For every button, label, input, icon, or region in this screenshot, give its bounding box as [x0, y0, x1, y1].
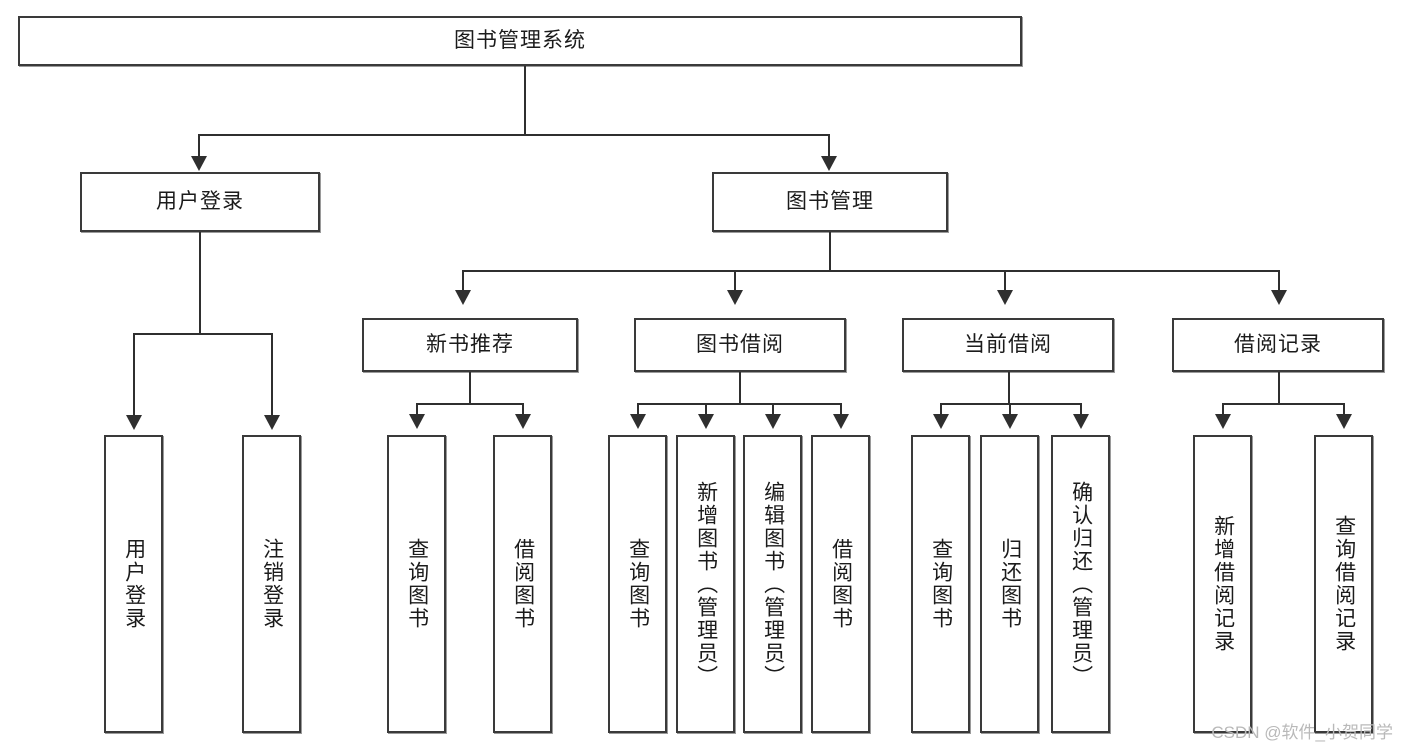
edge-newbook-bus	[416, 403, 524, 405]
arrow-currentborrow-to-l2	[1073, 414, 1089, 429]
node-new-book-recommend[interactable]: 新书推荐	[362, 318, 578, 372]
node-root[interactable]: 图书管理系统	[18, 16, 1022, 66]
edge-currentborrow-stem	[1008, 372, 1010, 404]
leaf-borrow-book-1-label: 借阅图书	[511, 538, 535, 630]
leaf-borrow-book-2[interactable]: 借阅图书	[811, 435, 870, 733]
node-new-book-recommend-label: 新书推荐	[426, 333, 514, 357]
leaf-borrow-book-2-label: 借阅图书	[829, 538, 853, 630]
edge-newbook-to-l0	[416, 403, 418, 417]
leaf-add-record[interactable]: 新增借阅记录	[1193, 435, 1252, 733]
arrow-bookmanage-to-c1	[727, 290, 743, 305]
arrow-root-to-userlogin	[191, 156, 207, 171]
edge-currentborrow-to-l1	[1009, 403, 1011, 417]
node-book-borrow-label: 图书借阅	[696, 333, 784, 357]
edge-currentborrow-to-l0	[940, 403, 942, 417]
edge-root-to-bookmanage	[828, 134, 830, 159]
arrow-borrowrecord-to-l1	[1336, 414, 1352, 429]
arrow-newbook-to-l1	[515, 414, 531, 429]
edge-bookborrow-to-l1	[705, 403, 707, 417]
leaf-borrow-book-1[interactable]: 借阅图书	[493, 435, 552, 733]
arrow-newbook-to-l0	[409, 414, 425, 429]
edge-userlogin-bus	[133, 333, 273, 335]
leaf-confirm-return[interactable]: 确认归还（管理员）	[1051, 435, 1110, 733]
leaf-query-book-2-label: 查询图书	[626, 538, 650, 630]
edge-bookmanage-stem	[829, 232, 831, 271]
edge-bookmanage-to-c1	[734, 270, 736, 292]
arrow-bookborrow-to-l2	[765, 414, 781, 429]
leaf-return-book-label: 归还图书	[998, 538, 1022, 630]
arrow-bookmanage-to-c2	[997, 290, 1013, 305]
node-user-login[interactable]: 用户登录	[80, 172, 320, 232]
arrow-bookmanage-to-c0	[455, 290, 471, 305]
node-borrow-record[interactable]: 借阅记录	[1172, 318, 1384, 372]
leaf-query-record[interactable]: 查询借阅记录	[1314, 435, 1373, 733]
edge-bookmanage-to-c2	[1004, 270, 1006, 292]
leaf-add-record-label: 新增借阅记录	[1211, 515, 1235, 653]
edge-newbook-stem	[469, 372, 471, 404]
edge-currentborrow-bus	[940, 403, 1082, 405]
edge-bookborrow-bus	[637, 403, 841, 405]
edge-borrowrecord-to-l1	[1343, 403, 1345, 417]
edge-root-bus	[198, 134, 830, 136]
leaf-add-book-label: 新增图书（管理员）	[694, 480, 718, 688]
leaf-user-login-label: 用户登录	[122, 538, 146, 630]
arrow-currentborrow-to-l0	[933, 414, 949, 429]
node-current-borrow-label: 当前借阅	[964, 333, 1052, 357]
arrow-bookborrow-to-l1	[698, 414, 714, 429]
arrow-bookborrow-to-l3	[833, 414, 849, 429]
node-user-login-label: 用户登录	[156, 190, 244, 214]
leaf-confirm-return-label: 确认归还（管理员）	[1069, 480, 1093, 688]
edge-userlogin-to-leaf0	[133, 333, 135, 418]
leaf-return-book[interactable]: 归还图书	[980, 435, 1039, 733]
leaf-add-book[interactable]: 新增图书（管理员）	[676, 435, 735, 733]
edge-borrowrecord-bus	[1222, 403, 1344, 405]
edge-bookborrow-to-l0	[637, 403, 639, 417]
node-book-borrow[interactable]: 图书借阅	[634, 318, 846, 372]
leaf-query-book-3[interactable]: 查询图书	[911, 435, 970, 733]
edge-currentborrow-to-l2	[1080, 403, 1082, 417]
leaf-user-login[interactable]: 用户登录	[104, 435, 163, 733]
leaf-query-record-label: 查询借阅记录	[1332, 515, 1356, 653]
edge-borrowrecord-stem	[1278, 372, 1280, 404]
leaf-edit-book-label: 编辑图书（管理员）	[761, 480, 785, 688]
edge-bookborrow-stem	[739, 372, 741, 404]
leaf-query-book-1-label: 查询图书	[405, 538, 429, 630]
node-book-manage[interactable]: 图书管理	[712, 172, 948, 232]
edge-userlogin-stem	[199, 232, 201, 334]
arrow-userlogin-to-leaf0	[126, 415, 142, 430]
watermark-text: CSDN @软件_小贺同学	[1211, 723, 1393, 742]
edge-bookmanage-bus	[462, 270, 1280, 272]
edge-bookmanage-to-c3	[1278, 270, 1280, 292]
edge-bookborrow-to-l3	[840, 403, 842, 417]
arrow-bookmanage-to-c3	[1271, 290, 1287, 305]
edge-root-to-userlogin	[198, 134, 200, 159]
node-book-manage-label: 图书管理	[786, 190, 874, 214]
leaf-query-book-2[interactable]: 查询图书	[608, 435, 667, 733]
arrow-root-to-bookmanage	[821, 156, 837, 171]
node-current-borrow[interactable]: 当前借阅	[902, 318, 1114, 372]
edge-bookmanage-to-c0	[462, 270, 464, 292]
edge-bookborrow-to-l2	[772, 403, 774, 417]
arrow-userlogin-to-leaf1	[264, 415, 280, 430]
leaf-query-book-1[interactable]: 查询图书	[387, 435, 446, 733]
leaf-logout-login[interactable]: 注销登录	[242, 435, 301, 733]
leaf-edit-book[interactable]: 编辑图书（管理员）	[743, 435, 802, 733]
edge-newbook-to-l1	[522, 403, 524, 417]
arrow-bookborrow-to-l0	[630, 414, 646, 429]
node-borrow-record-label: 借阅记录	[1234, 333, 1322, 357]
arrow-currentborrow-to-l1	[1002, 414, 1018, 429]
arrow-borrowrecord-to-l0	[1215, 414, 1231, 429]
leaf-query-book-3-label: 查询图书	[929, 538, 953, 630]
edge-userlogin-to-leaf1	[271, 333, 273, 418]
leaf-logout-login-label: 注销登录	[260, 538, 284, 630]
node-root-label: 图书管理系统	[454, 29, 586, 53]
edge-root-drop	[524, 66, 526, 135]
edge-borrowrecord-to-l0	[1222, 403, 1224, 417]
